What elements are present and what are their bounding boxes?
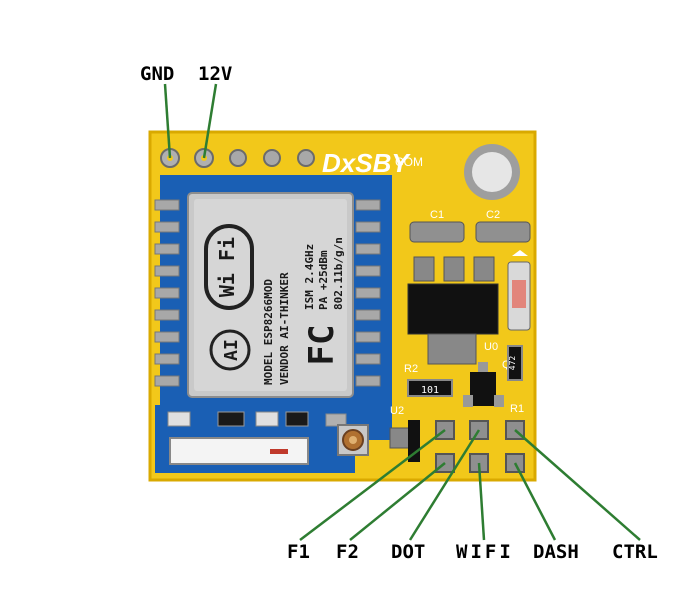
label-wifi: WIFI bbox=[456, 541, 514, 563]
voltage-regulator bbox=[407, 256, 499, 365]
wire-wifi bbox=[477, 462, 486, 541]
transistor-q1 bbox=[463, 362, 504, 407]
ism-line: ISM 2.4GHz bbox=[303, 244, 316, 310]
vendor-line: VENDOR AI-THINKER bbox=[278, 272, 291, 385]
status-led bbox=[507, 250, 531, 331]
header-pads bbox=[160, 148, 315, 168]
label-dot: DOT bbox=[391, 541, 425, 563]
ref-u0: U0 bbox=[484, 341, 498, 353]
antenna-connector bbox=[337, 424, 369, 456]
wire-gnd bbox=[163, 83, 172, 159]
resistor-r1-value: 472 bbox=[508, 356, 517, 371]
wire-dash bbox=[513, 462, 557, 541]
wires bbox=[163, 83, 641, 541]
proto-line: 802.11b/g/n bbox=[332, 237, 345, 310]
module-pads-left bbox=[154, 199, 180, 387]
label-f2: F2 bbox=[336, 541, 359, 563]
model-line: MODEL ESP8266MOD bbox=[262, 279, 275, 385]
resistor-r2: 101 bbox=[407, 379, 453, 397]
capacitors bbox=[409, 221, 531, 243]
label-f1: F1 bbox=[287, 541, 310, 563]
wire-dot bbox=[408, 429, 481, 541]
brand-suffix-silkscreen: COM bbox=[395, 155, 423, 169]
esp8266-module: Wi Fi AI FC MODEL ESP8266MOD VENDOR AI-T… bbox=[187, 192, 354, 398]
pa-line: PA +25dBm bbox=[317, 250, 330, 310]
ref-u2: U2 bbox=[390, 405, 404, 417]
ai-thinker-logo: AI bbox=[209, 329, 251, 371]
label-ctrl: CTRL bbox=[612, 541, 658, 563]
wire-ctrl bbox=[514, 429, 641, 541]
ai-logo-text: AI bbox=[221, 339, 242, 361]
wire-12v bbox=[202, 83, 218, 159]
ref-c1: C1 bbox=[430, 209, 444, 221]
wifi-logo: Wi Fi bbox=[204, 224, 254, 310]
label-dash: DASH bbox=[533, 541, 579, 563]
label-12v: 12V bbox=[198, 63, 232, 85]
resistor-r2-value: 101 bbox=[421, 385, 439, 396]
brand-silkscreen: DxSBY bbox=[322, 148, 411, 178]
mounting-hole bbox=[464, 144, 520, 200]
ref-r2: R2 bbox=[404, 363, 418, 375]
fc-logo: FC bbox=[302, 325, 342, 366]
ref-c2: C2 bbox=[486, 209, 500, 221]
bottom-strip-parts bbox=[167, 411, 347, 465]
wifi-logo-text: Wi Fi bbox=[215, 237, 239, 297]
ref-r1: R1 bbox=[510, 403, 524, 415]
module-pads-right bbox=[355, 199, 381, 387]
wire-f1 bbox=[299, 429, 446, 541]
resistor-r1: 472 bbox=[507, 345, 523, 381]
label-gnd: GND bbox=[140, 63, 174, 85]
wire-f2 bbox=[349, 462, 446, 541]
